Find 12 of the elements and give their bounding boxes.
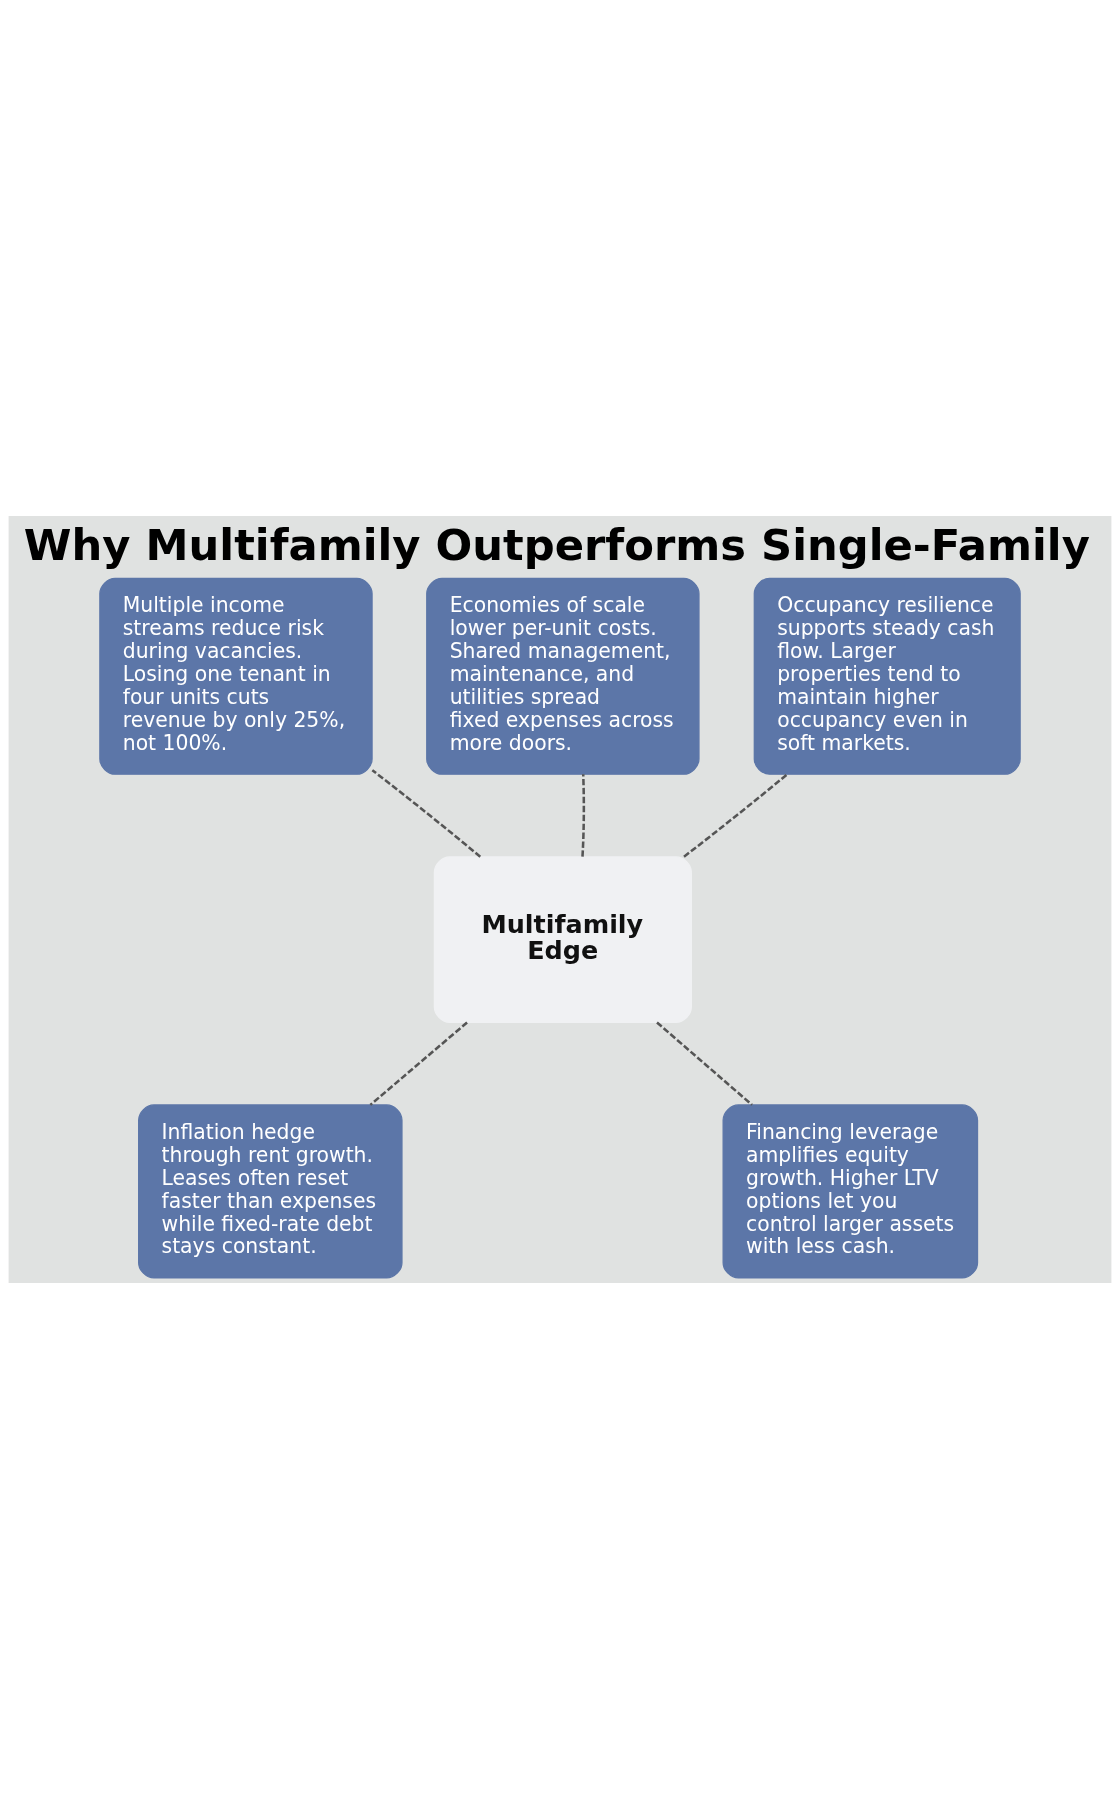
connector <box>371 768 482 858</box>
connector <box>369 1021 468 1106</box>
node-box: Multiple income streams reduce risk during vacancies. Losing one tenant in four units cuts revenue by only 25%, not 100%. <box>99 577 373 775</box>
node-box: Economies of scale lower per-unit costs. Shared management, maintenance, and utilities spread fixed expenses across more doors. <box>426 577 700 775</box>
connector <box>683 772 789 858</box>
connector <box>656 1021 753 1106</box>
diagram-title: Why Multifamily Outperforms Single-Family <box>23 519 1090 569</box>
node-box: Multifamily Edge <box>433 855 692 1023</box>
node-box: Financing leverage amplifies equity growth. Higher LTV options let you control larger assets with less cash. <box>722 1103 979 1279</box>
node-box: Occupancy resilience supports steady cash flow. Larger properties tend to maintain higher occupancy even in soft markets. <box>753 577 1021 775</box>
connector <box>581 773 586 857</box>
node-box: Inflation hedge through rent growth. Leases often reset faster than expenses while fixed-rate debt stays constant. <box>138 1103 403 1279</box>
